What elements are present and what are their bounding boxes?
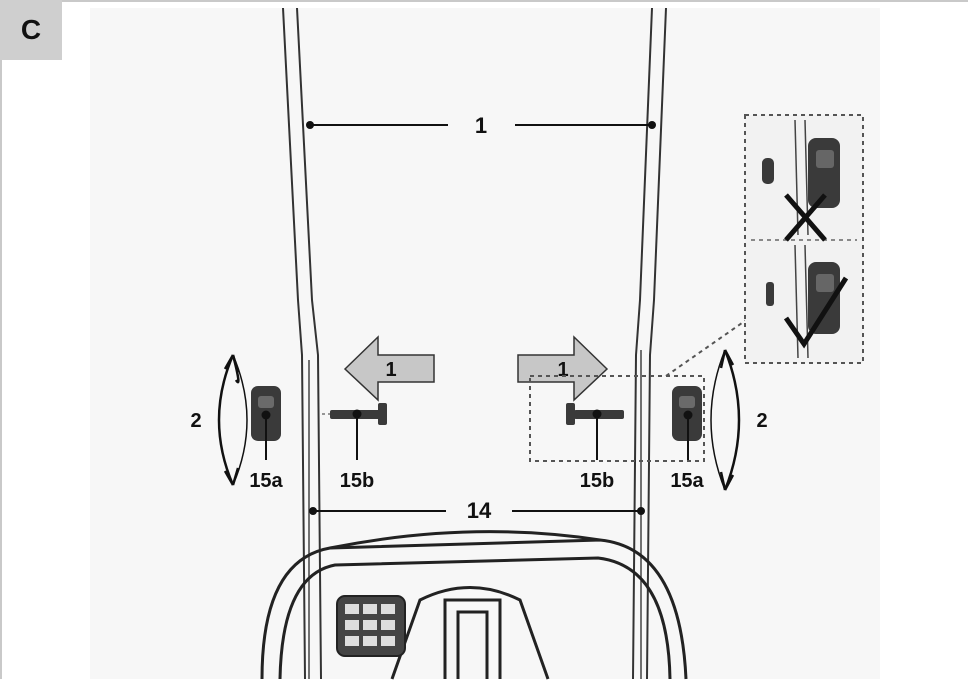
label-bolt-left: 15b: [340, 470, 374, 492]
handle-right-rail: [632, 7, 667, 680]
detail-box-right: [529, 375, 705, 462]
check-icon: [783, 276, 849, 349]
rotation-arrows-right: [710, 349, 741, 491]
panel-letter: C: [0, 0, 62, 60]
label-arrow-right: 1: [557, 359, 568, 381]
label-knob-left: 15a: [249, 470, 283, 492]
rotation-arrows-left: [217, 354, 248, 486]
label-knob-right: 15a: [670, 470, 704, 492]
knob-right-icon: [672, 386, 702, 460]
bolt-right-icon: [566, 403, 624, 460]
label-arrow-left: 1: [385, 359, 396, 381]
label-rotate-right: 2: [756, 410, 767, 432]
callout-handle: 1: [306, 113, 656, 138]
cross-icon: [784, 193, 827, 242]
mower-body: [260, 530, 688, 680]
arrow-left: 1: [343, 335, 435, 402]
inset-panel: [744, 114, 864, 364]
label-bracket: 14: [467, 498, 492, 523]
inset-leader: [665, 315, 753, 377]
control-panel: [336, 595, 406, 657]
bolt-left-icon: [322, 403, 387, 460]
knob-left-icon: [251, 386, 281, 460]
callout-bracket: 14: [309, 498, 645, 523]
label-bolt-right: 15b: [580, 470, 614, 492]
label-rotate-left: 2: [190, 410, 201, 432]
label-handle: 1: [475, 113, 487, 138]
arrow-right: 1: [517, 335, 609, 402]
handle-left-rail: [282, 7, 322, 680]
